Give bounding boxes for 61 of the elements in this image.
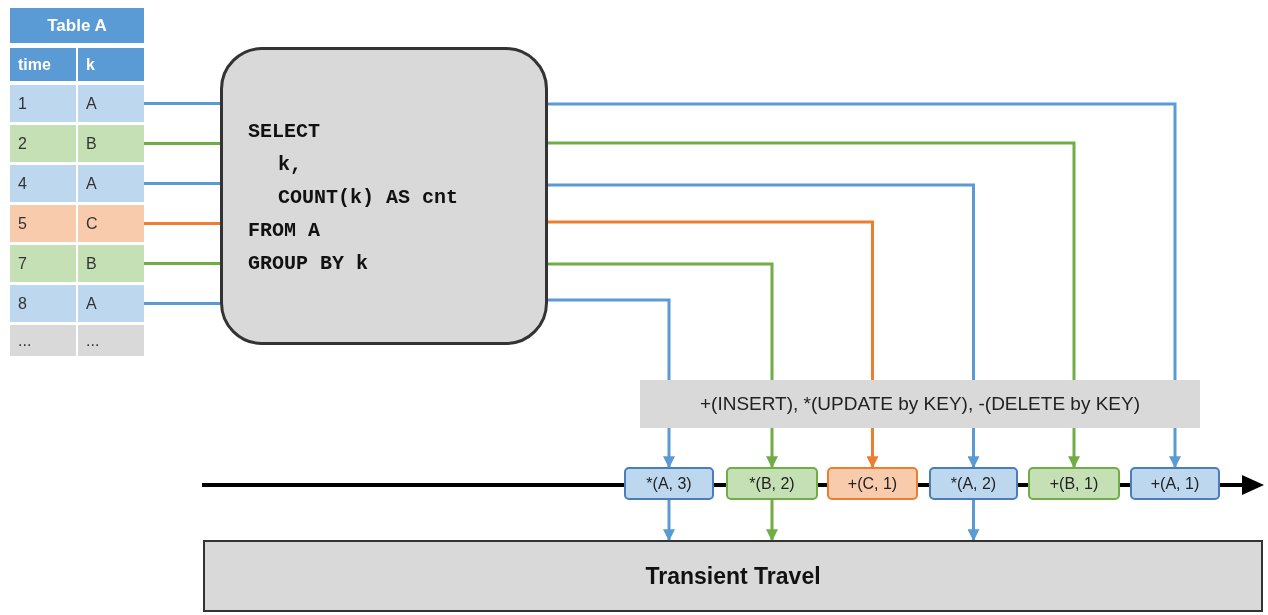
table-cell: 2 xyxy=(10,125,76,162)
sql-line: FROM A xyxy=(248,219,320,242)
record-label: +(C, 1) xyxy=(846,474,899,494)
record-box xyxy=(1028,467,1120,500)
note-text: +(INSERT), *(UPDATE by KEY), -(DELETE by KEY) xyxy=(640,380,1200,428)
sql-line: COUNT(k) AS cnt xyxy=(278,186,459,209)
record-box xyxy=(1130,467,1220,500)
sql-line: k, xyxy=(278,153,302,176)
arrow xyxy=(548,102,1181,469)
record-box xyxy=(624,467,714,500)
record-box xyxy=(726,467,818,500)
arrow xyxy=(967,500,980,542)
output-box xyxy=(203,540,1263,612)
table-row xyxy=(10,165,144,202)
query-box xyxy=(220,47,548,345)
record-box xyxy=(929,467,1018,500)
table-cell: ... xyxy=(78,325,144,356)
table-cell: A xyxy=(78,165,144,202)
arrow xyxy=(548,141,1080,469)
record-label: *(B, 2) xyxy=(748,474,796,494)
connector-line xyxy=(144,142,220,145)
table-cell: 8 xyxy=(10,285,76,322)
box-title: Transient Travel xyxy=(644,562,822,591)
arrow xyxy=(548,262,778,469)
record-box xyxy=(827,467,918,500)
table-row xyxy=(10,245,144,282)
connector-line xyxy=(144,262,220,265)
table-cell: ... xyxy=(10,325,76,356)
connector-line xyxy=(144,222,220,225)
table-cell: B xyxy=(78,125,144,162)
connector-line xyxy=(144,182,220,185)
table-row xyxy=(10,285,144,322)
header-row xyxy=(10,48,144,81)
connector-line xyxy=(144,302,220,305)
table-cell: C xyxy=(78,205,144,242)
table-cell: A xyxy=(78,85,144,122)
record-label: *(A, 2) xyxy=(949,474,998,494)
table-cell: 7 xyxy=(10,245,76,282)
table-cell: A xyxy=(78,285,144,322)
column-header: time xyxy=(10,48,76,81)
table-row xyxy=(10,205,144,242)
data-table xyxy=(10,8,144,356)
table-row xyxy=(10,325,144,356)
table-cell: 5 xyxy=(10,205,76,242)
table-row xyxy=(10,125,144,162)
arrow xyxy=(766,500,778,542)
record-label: +(A, 1) xyxy=(1149,474,1201,494)
arrow xyxy=(548,183,980,469)
table-cell: B xyxy=(78,245,144,282)
table-row xyxy=(10,85,144,122)
arrow xyxy=(548,220,879,469)
record-label: *(A, 3) xyxy=(645,474,693,494)
sql-line: GROUP BY k xyxy=(248,252,369,275)
record-label: +(B, 1) xyxy=(1048,474,1100,494)
sql-line: SELECT xyxy=(248,120,320,143)
table-cell: 1 xyxy=(10,85,76,122)
connector-line xyxy=(144,102,220,105)
table-title: Table A xyxy=(10,8,144,43)
arrow xyxy=(663,500,675,542)
column-header: k xyxy=(78,48,144,81)
table-cell: 4 xyxy=(10,165,76,202)
